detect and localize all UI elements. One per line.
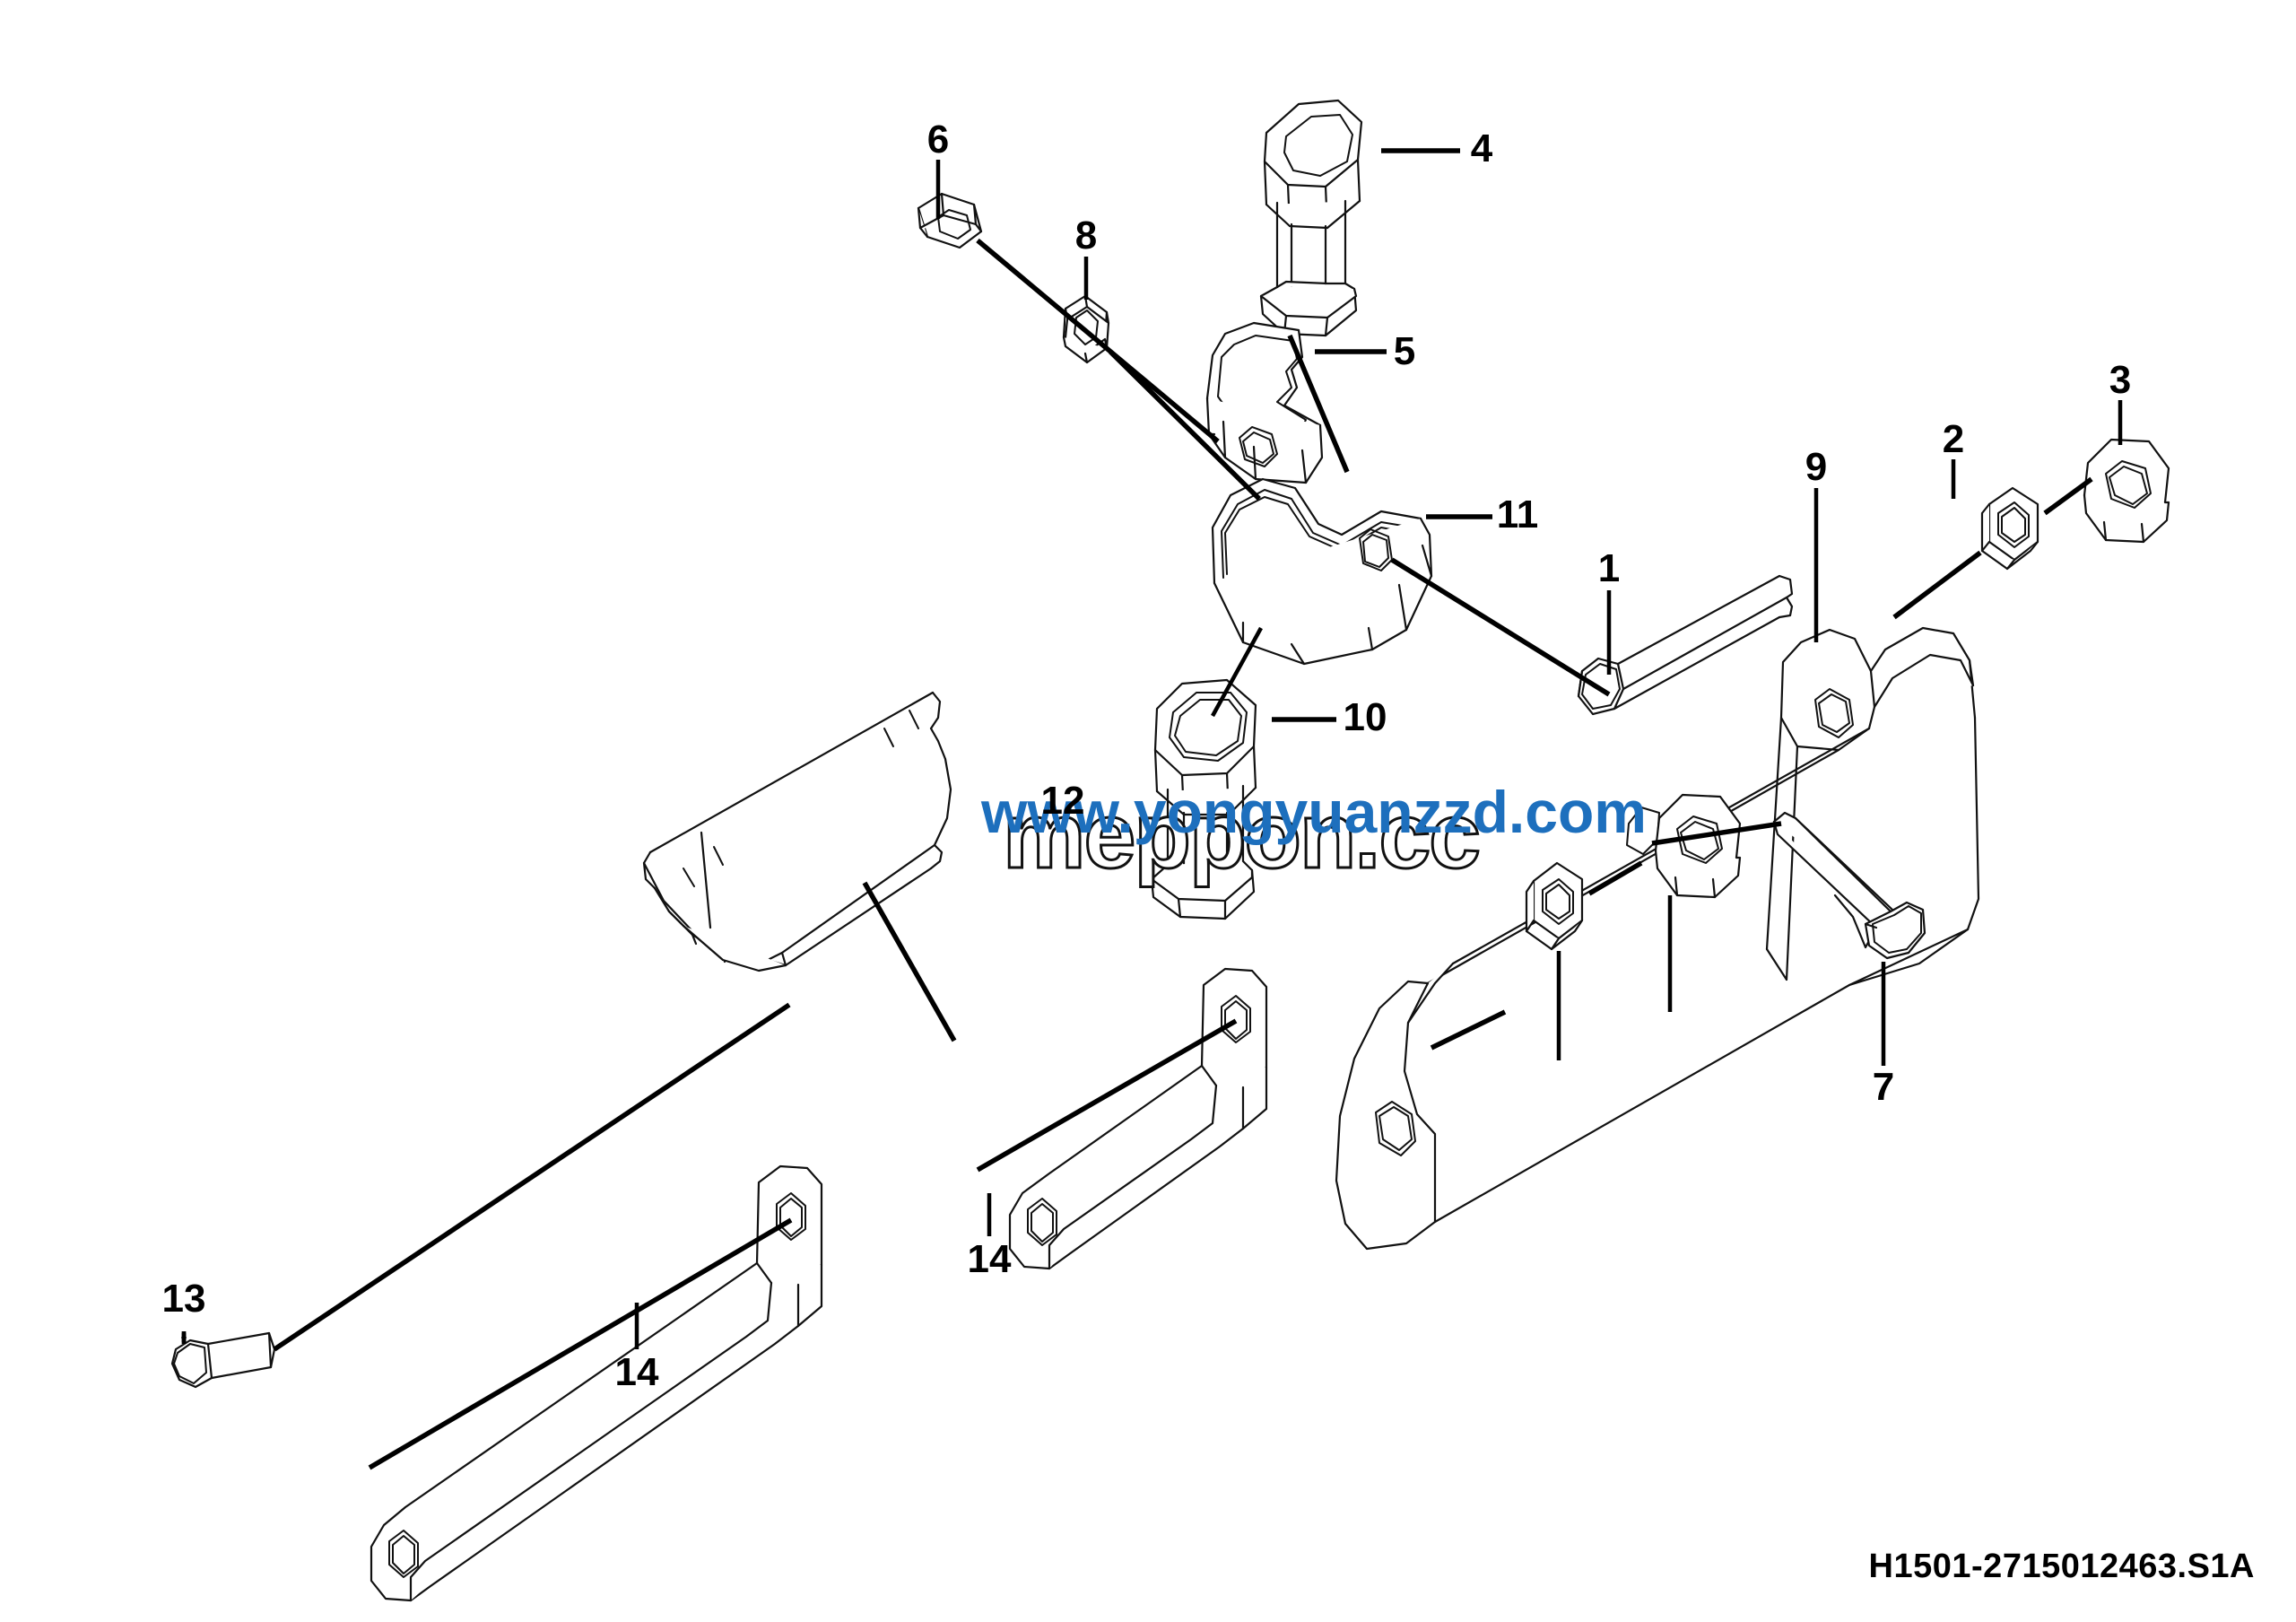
part-3-hex-nut-lower [1654, 793, 1742, 899]
callout-label-7: 7 [1872, 1065, 1895, 1109]
callout-label-14-lower: 14 [614, 1350, 659, 1394]
part-2-hex-washer-upper [1980, 486, 2039, 571]
leader-lines [181, 148, 2123, 1470]
callout-label-14-upper: 14 [967, 1237, 1012, 1281]
part-9-main-mounting-rail [1335, 626, 1980, 1251]
callout-label-4: 4 [1470, 126, 1493, 170]
part-3-hex-nut-upper [2083, 438, 2170, 544]
callout-label-11: 11 [1496, 493, 1539, 536]
part-4-hex-bushing [1259, 99, 1363, 337]
part-7-hex-bolt-short [1772, 811, 1926, 960]
part-2-hex-washer-lower [1525, 861, 1584, 951]
part-14-strap-upper [1008, 967, 1268, 1270]
part-10-hex-bushing [1150, 678, 1257, 920]
callout-label-1: 1 [1597, 546, 1621, 590]
part-14-strap-lower [370, 1164, 823, 1602]
part-8-hex-washer [1062, 294, 1110, 364]
callout-label-6: 6 [926, 118, 950, 161]
callout-label-2-upper: 2 [1942, 417, 1965, 461]
part-6-hex-nut [917, 192, 983, 249]
part-13-hex-bolt-long [170, 1331, 276, 1389]
drawing-number-caption: H1501-2715012463.S1A [1868, 1548, 2255, 1585]
callout-label-12: 12 [1040, 779, 1085, 823]
callout-label-5: 5 [1393, 329, 1416, 373]
part-11-lower-clamp-bracket [1211, 477, 1433, 666]
callout-label-8: 8 [1074, 214, 1098, 257]
callout-label-10: 10 [1343, 695, 1387, 739]
callout-label-3-upper: 3 [2109, 358, 2132, 402]
callout-label-9: 9 [1805, 445, 1828, 489]
part-1-hex-bolt [1577, 574, 1794, 716]
callout-label-13: 13 [161, 1277, 206, 1321]
part-5-upper-clamp-bracket [1205, 321, 1324, 484]
part-12-cylindrical-bushing [642, 691, 952, 972]
